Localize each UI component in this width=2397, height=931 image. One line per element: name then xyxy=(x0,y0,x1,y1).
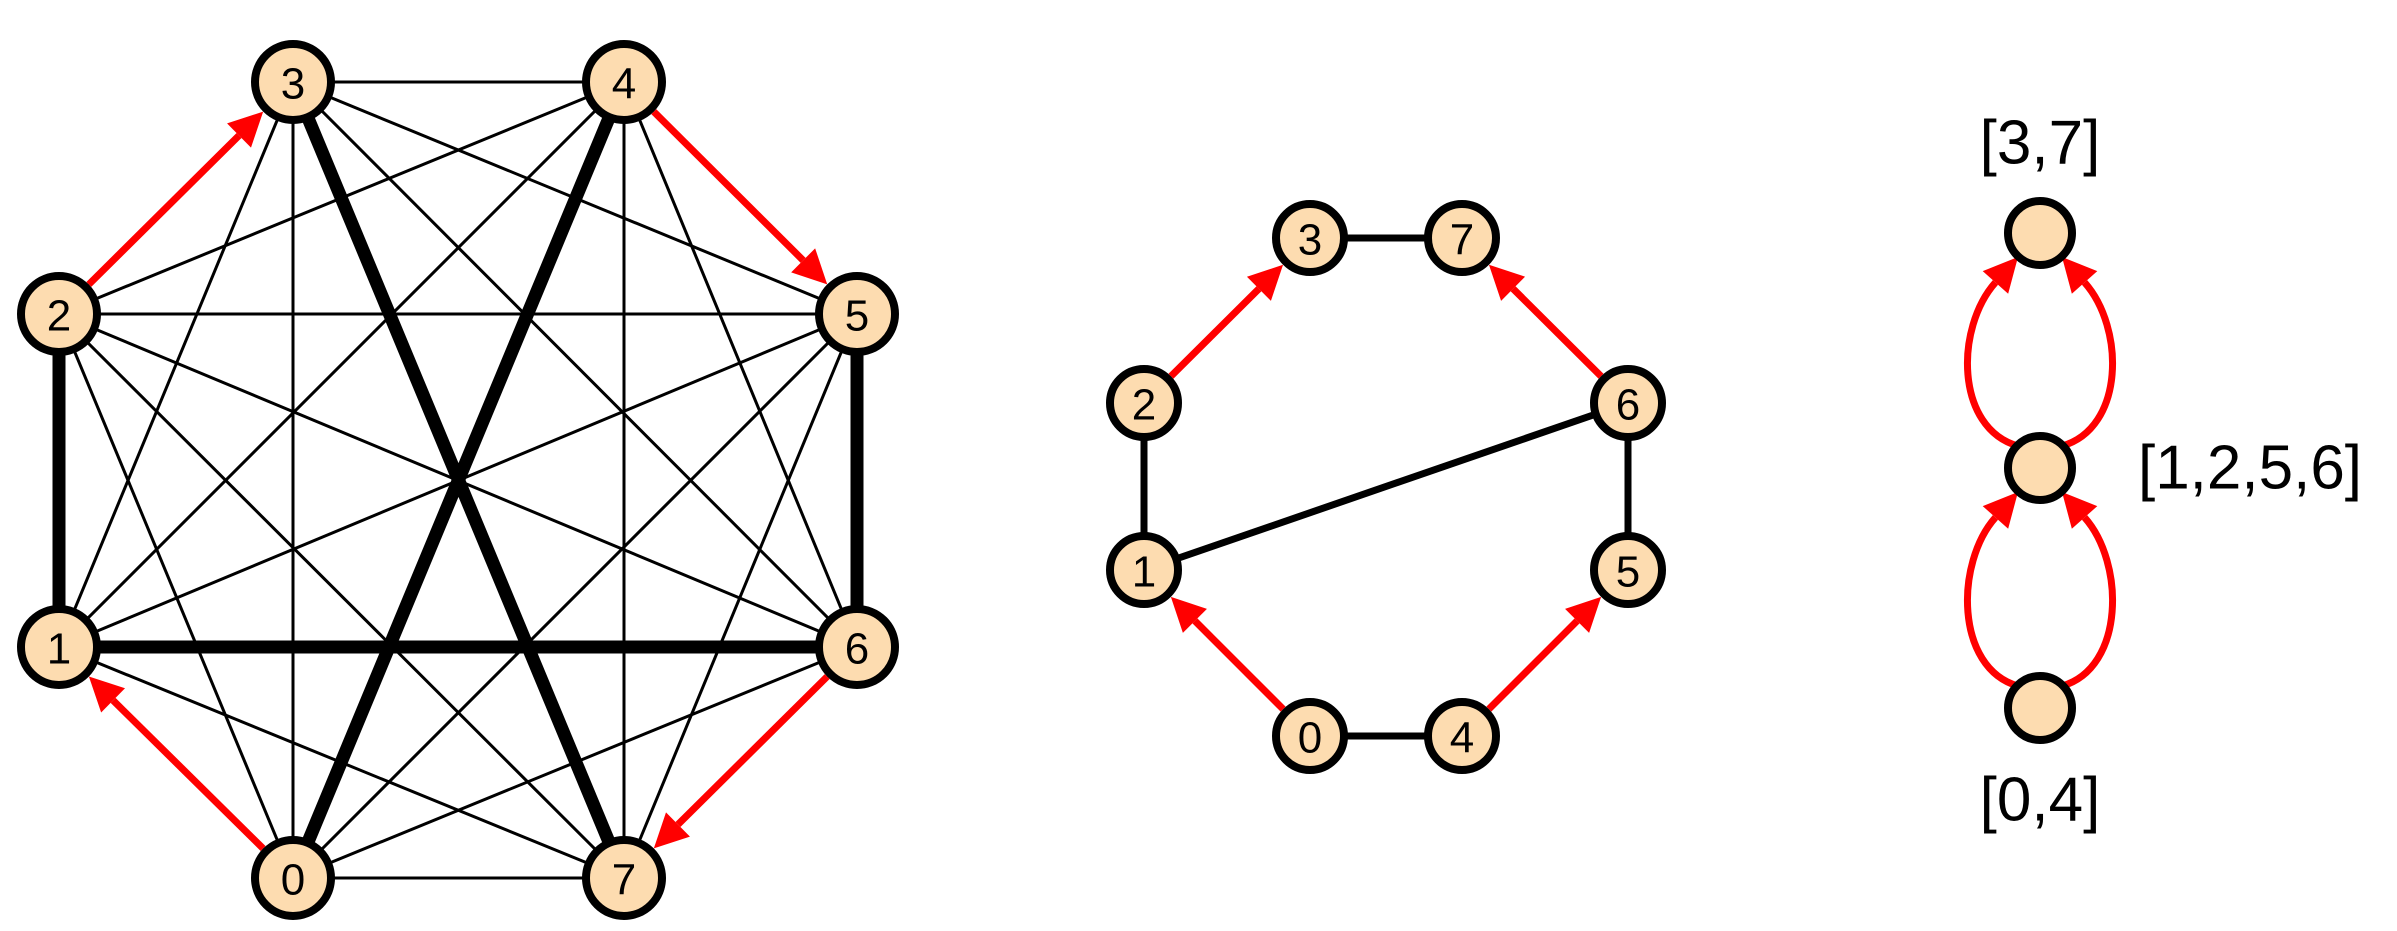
graph3-node-top xyxy=(2004,197,2076,269)
graph2-arrow-6-7 xyxy=(1488,264,1604,379)
graph1-edges xyxy=(52,79,864,881)
graph1-edge-3-5 xyxy=(292,80,858,316)
graph2-node-0-label: 0 xyxy=(1298,714,1322,763)
graph1-node-5-label: 5 xyxy=(845,292,869,341)
graph2-edge-1-6 xyxy=(1142,399,1630,574)
graph2-node-1: 1 xyxy=(1106,532,1182,608)
graph3-label-top: [3,7] xyxy=(1980,109,2101,178)
graph1-node-6: 6 xyxy=(815,605,899,689)
graph2-arrow-4-5 xyxy=(1486,596,1602,712)
graph1-node-1-label: 1 xyxy=(47,625,71,674)
graph2-node-5-label: 5 xyxy=(1616,548,1640,597)
graph3-node-bot xyxy=(2004,672,2076,744)
graph1-arrow-2-3 xyxy=(86,111,264,287)
graph1-edge-1-4 xyxy=(57,80,626,649)
graph3-arrow-bot-mid-right xyxy=(2060,492,2117,690)
graph1-edge-4-6 xyxy=(622,81,859,648)
graph2-node-2: 2 xyxy=(1106,365,1182,441)
graph1-node-5: 5 xyxy=(815,272,899,356)
graph3-arrow-bot-mid-left xyxy=(1963,492,2020,690)
graph1-node-0-label: 0 xyxy=(281,856,305,905)
graph1-node-1: 1 xyxy=(17,605,101,689)
graph2-node-0: 0 xyxy=(1272,698,1348,774)
graph2-nodes: 0 1 2 3 4 5 6 7 xyxy=(1106,200,1666,774)
graph1-node-2: 2 xyxy=(17,272,101,356)
graph2-node-2-label: 2 xyxy=(1132,381,1156,430)
graph2-node-4-label: 4 xyxy=(1450,714,1474,763)
graph3-label-mid: [1,2,5,6] xyxy=(2138,434,2362,503)
graph2-arrow-2-3 xyxy=(1168,264,1284,379)
graph1-node-3: 3 xyxy=(251,40,335,124)
graph1-node-3-label: 3 xyxy=(281,60,305,109)
graph3-label-bot: [0,4] xyxy=(1980,766,2101,835)
graph2-arrow-0-1 xyxy=(1170,596,1286,712)
graph1-edge-3-6 xyxy=(291,80,859,649)
graph2-node-3: 3 xyxy=(1272,200,1348,276)
graph1-node-7: 7 xyxy=(582,836,666,920)
graph2-node-1-label: 1 xyxy=(1132,548,1156,597)
graph1-node-2-label: 2 xyxy=(47,292,71,341)
graph1-arrow-6-7 xyxy=(653,674,830,849)
graph2-edges xyxy=(1140,234,1632,740)
graph1-arrow-0-1 xyxy=(88,676,266,851)
graph1-nodes: 0 1 2 3 4 5 6 7 xyxy=(17,40,899,920)
graph3-node-mid xyxy=(2004,432,2076,504)
graph1-edge-1-7 xyxy=(58,645,625,880)
graph2-node-7-label: 7 xyxy=(1450,216,1474,265)
graph1-arrow-4-5 xyxy=(651,109,828,285)
graph3-quotient: [3,7] [1,2,5,6] [0,4] xyxy=(1963,109,2362,835)
graph1-node-4: 4 xyxy=(582,40,666,124)
graph1-edge-5-7 xyxy=(622,313,859,879)
graph1-edge-1-3 xyxy=(57,81,295,648)
graph1-edge-0-2 xyxy=(57,313,295,879)
graph2-node-6: 6 xyxy=(1590,365,1666,441)
graph3-arrow-mid-top-right xyxy=(2060,257,2117,450)
graph2-node-4: 4 xyxy=(1424,698,1500,774)
graph1-edge-0-5 xyxy=(291,312,859,880)
graph2-node-3-label: 3 xyxy=(1298,216,1322,265)
graph1-node-0: 0 xyxy=(251,836,335,920)
graph2-node-6-label: 6 xyxy=(1616,381,1640,430)
graph1-node-6-label: 6 xyxy=(845,625,869,674)
graph1-edge-2-7 xyxy=(57,312,626,880)
graph1-node-7-label: 7 xyxy=(612,856,636,905)
graph2-node-7: 7 xyxy=(1424,200,1500,276)
graph2-node-5: 5 xyxy=(1590,532,1666,608)
graph1-node-4-label: 4 xyxy=(612,60,636,109)
graph3-arrow-mid-top-left xyxy=(1963,257,2020,450)
graph1-edge-3-7 xyxy=(286,79,631,881)
